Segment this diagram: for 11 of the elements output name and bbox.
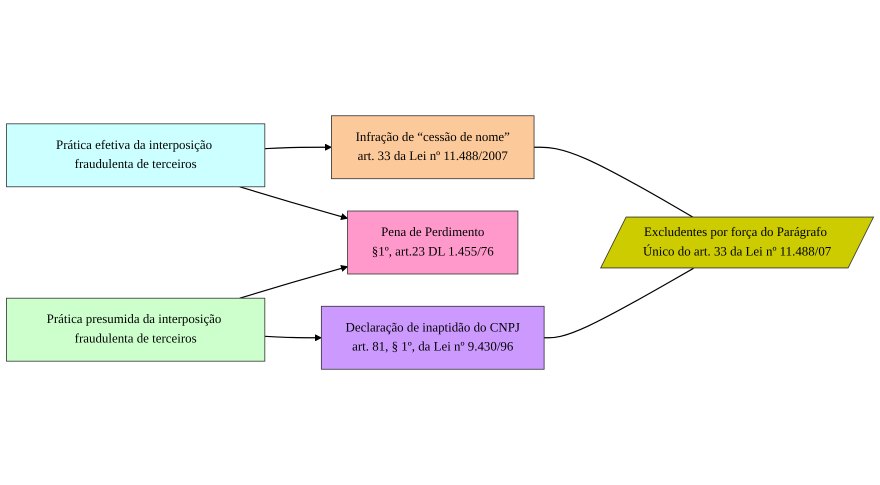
node-box: Declaração de inaptidão do CNPJ art. 81, § 1º, da Lei nº 9.430/96 bbox=[320, 306, 545, 370]
connector bbox=[544, 268, 694, 338]
connector bbox=[534, 146, 694, 218]
arrow bbox=[264, 144, 332, 151]
node-box: Infração de “cessão de nome” art. 33 da Lei nº 11.488/2007 bbox=[331, 115, 534, 180]
arrow bbox=[264, 334, 322, 342]
node-box: Pena de Perdimento §1º, art.23 DL 1.455/76 bbox=[347, 210, 518, 274]
arrow bbox=[240, 186, 348, 220]
node-box: Prática efetiva da interposição fraudulenta de terceiros bbox=[6, 123, 266, 188]
arrow bbox=[240, 264, 348, 299]
node-box: Prática presumida da interposição fraudulenta de terceiros bbox=[6, 298, 266, 362]
